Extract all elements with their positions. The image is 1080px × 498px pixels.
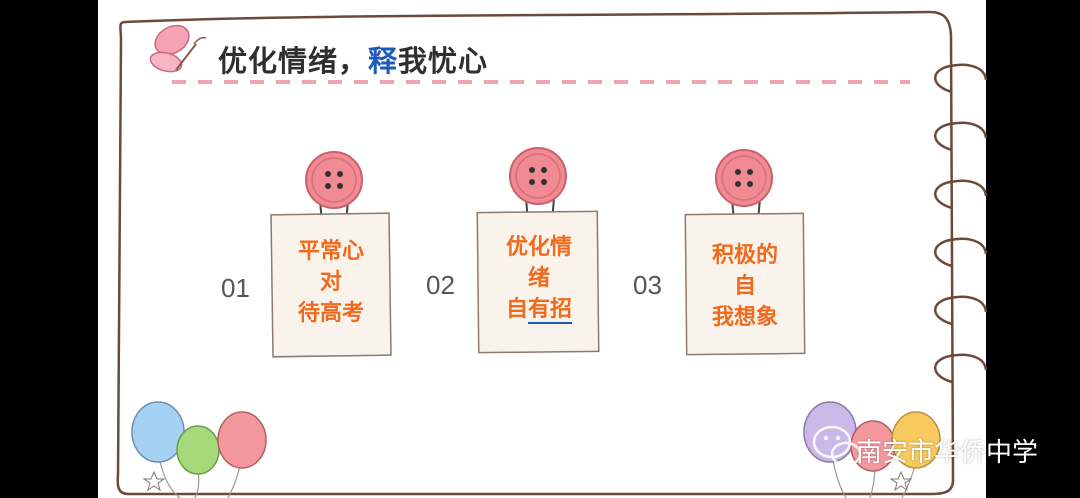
card-2-button: [509, 147, 567, 205]
item-number-3: 03: [633, 270, 662, 300]
balloons-right-icon: [803, 401, 941, 498]
card-3-button: [715, 149, 773, 207]
ring-1: [934, 63, 988, 94]
card-3-text: 积极的 自 我想象: [690, 240, 800, 333]
title-highlight: 释: [368, 44, 399, 78]
card-1: [270, 151, 392, 358]
card-3-line-1: 积极的: [711, 243, 778, 268]
ring-3: [934, 179, 988, 210]
card-3-line-2: 自: [733, 274, 756, 299]
card-1-line-1: 平常心: [297, 239, 364, 264]
notebook-rings: [934, 63, 988, 384]
watermark-text: 南安市华侨中学: [856, 438, 1039, 468]
card-1-line-2: 对: [319, 270, 342, 295]
balloons-left-icon: [131, 401, 267, 498]
card-2-line-3: 自有招: [484, 294, 594, 325]
item-number-1: 01: [221, 273, 250, 303]
butterfly-icon: [149, 24, 207, 73]
ring-2: [934, 121, 988, 152]
card-1-button: [305, 151, 363, 209]
card-1-paper: [270, 212, 392, 358]
wechat-icon: [812, 425, 862, 467]
slide-title: 优化情绪，释我忧心: [218, 38, 488, 80]
title-part1: 优化情绪，: [218, 44, 369, 78]
card-2-line-3-pre: 自: [505, 297, 528, 322]
card-3-paper: [684, 212, 806, 356]
card-2: [476, 147, 600, 354]
card-2-line-2: 绪: [527, 266, 550, 291]
item-number-2: 02: [426, 270, 455, 300]
card-1-line-3: 待高考: [297, 301, 364, 326]
card-2-line-3-underlined: 有招: [528, 297, 573, 324]
card-3-line-3: 我想象: [711, 305, 778, 330]
ring-4: [934, 237, 988, 268]
card-2-line-1: 优化情: [505, 235, 572, 260]
ring-5: [934, 295, 988, 326]
card-2-text: 优化情 绪 自有招: [484, 232, 594, 325]
hand-drawn-border: [116, 10, 955, 496]
card-1-text: 平常心 对 待高考: [276, 236, 386, 329]
card-2-paper: [476, 210, 600, 354]
ring-6: [934, 353, 988, 384]
title-part2: 我忧心: [398, 44, 489, 78]
card-3: [684, 149, 806, 356]
